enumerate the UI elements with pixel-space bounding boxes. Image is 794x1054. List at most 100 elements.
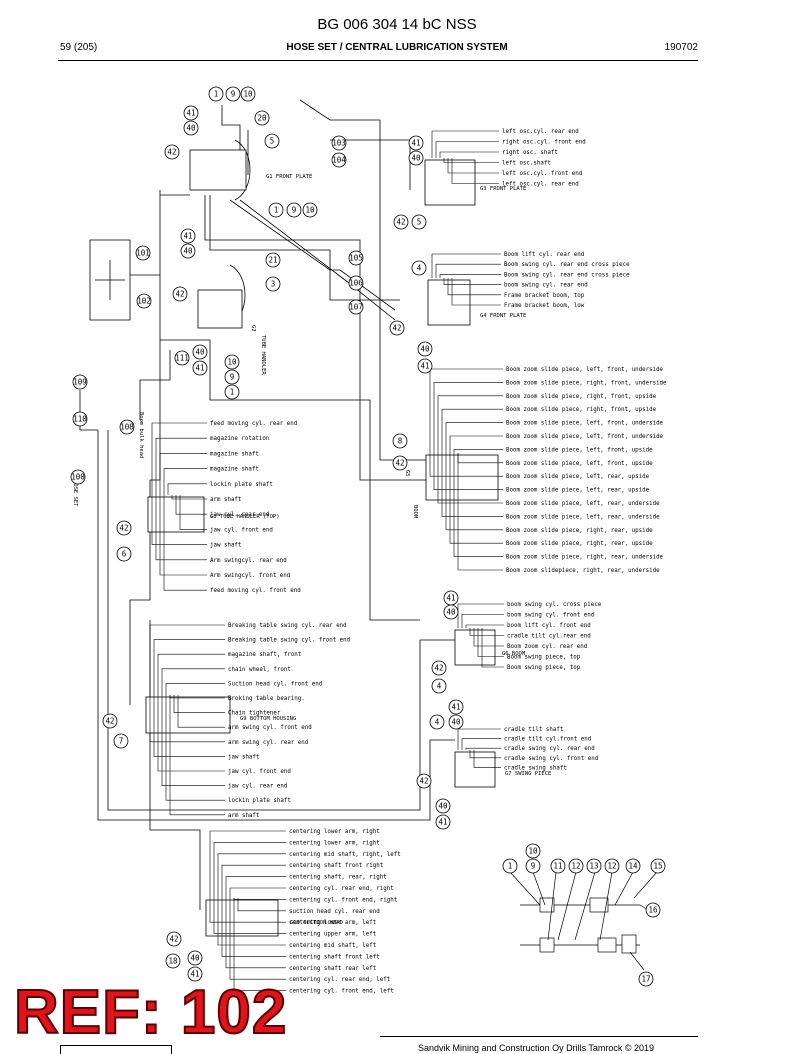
svg-text:40: 40 [451, 718, 461, 727]
g2-title: G2 [250, 325, 256, 332]
outlet-g10-leader [225, 898, 286, 969]
ref-stamp: REF: 102 [13, 978, 288, 1047]
callout-4: 4 [411, 260, 427, 276]
svg-text:109: 109 [73, 378, 87, 387]
callout-104: 104 [331, 152, 347, 168]
side-labels: HOSE SET Boom bulk head TUBE HANDLER BOO… [72, 335, 418, 519]
callout-9: 9 [286, 202, 302, 218]
callout-42: 42 [392, 455, 408, 471]
outlet-g5-leader [453, 453, 503, 557]
svg-text:42: 42 [396, 218, 405, 227]
callout-6: 6 [116, 546, 132, 562]
outlet-g5-leader [457, 453, 503, 571]
outlet-g9-leader [149, 624, 225, 695]
svg-text:21: 21 [268, 256, 277, 265]
hose-lines [79, 99, 455, 910]
callout-41: 41 [417, 358, 433, 374]
outlet-g4-leader [435, 263, 501, 278]
outlet-g7-leader [457, 728, 501, 750]
callout-40: 40 [187, 950, 203, 966]
svg-text:41: 41 [438, 818, 447, 827]
callout-42: 42 [389, 320, 405, 336]
outlet-g9-leader [153, 695, 225, 757]
callout-8: 8 [392, 433, 408, 449]
outlet-g5-label: Boom zoom slide piece, left, front, unde… [506, 434, 664, 440]
svg-text:4: 4 [437, 682, 442, 691]
svg-text:20: 20 [257, 114, 267, 123]
outlet-g8-label: feed moving cyl. front end [210, 588, 301, 594]
outlet-g10-label: centering cyl. front end, right [289, 897, 397, 903]
svg-text:40: 40 [411, 154, 421, 163]
callout-13: 13 [586, 858, 602, 874]
manifold-g7 [454, 751, 496, 788]
callout-10: 10 [224, 354, 240, 370]
outlet-g10-label: centering mid shaft, left [289, 943, 376, 949]
outlet-g10-label: centering shaft rear left [289, 966, 376, 972]
svg-text:40: 40 [420, 345, 430, 354]
outlet-g9-leader [173, 695, 225, 713]
outlet-g10-label: centering cyl. rear end, right [289, 886, 394, 892]
outlet-g9-leader [169, 695, 225, 816]
svg-text:4: 4 [435, 718, 440, 727]
outlet-g5-leader [445, 453, 503, 531]
group-titles: G1 FRONT PLATE G2 G3 FRONT PLATE G4 FRON… [210, 174, 551, 926]
outlet-g10-leader [213, 898, 286, 934]
svg-text:101: 101 [136, 249, 150, 258]
svg-text:42: 42 [169, 935, 178, 944]
outlet-g8-leader [159, 495, 207, 576]
callout-20: 20 [254, 110, 270, 126]
svg-text:10: 10 [243, 90, 253, 99]
outlet-g10-label: centering lower arm, left [289, 920, 376, 926]
outlet-g4-label: Boom lift cyl. rear end [504, 252, 584, 258]
svg-text:8: 8 [398, 437, 403, 446]
callout-108: 108 [119, 419, 135, 435]
manifold-blocks [145, 149, 499, 937]
svg-text:3: 3 [271, 280, 276, 289]
hose-set-label: HOSE SET [72, 480, 78, 507]
outlet-g10-leader [229, 887, 286, 898]
outlet-g10-label: centering upper arm, left [289, 932, 376, 938]
callout-15: 15 [650, 858, 666, 874]
outlet-g8-leader [175, 495, 207, 515]
outlet-g6-label: cradle tilt cyl.rear end [507, 634, 591, 640]
outlet-g5-label: Boom zoom slide piece, left, rear, under… [506, 501, 660, 507]
outlet-g10-label: centering shaft front left [289, 954, 380, 960]
outlet-g9-leader [165, 695, 225, 801]
svg-text:40: 40 [195, 348, 205, 357]
outlet-g9-leader [165, 683, 225, 695]
g3-title: G3 FRONT PLATE [480, 186, 526, 192]
callout-40: 40 [408, 150, 424, 166]
outlet-g10-label: centering lower arm, right [289, 840, 380, 846]
outlet-g9-leader [157, 695, 225, 772]
outlet-g5-label: Boom zoom slide piece, left, rear, upsid… [506, 488, 650, 494]
leader-lines [149, 130, 504, 991]
svg-text:41: 41 [446, 594, 455, 603]
callout-105: 105 [348, 250, 364, 266]
outlet-g8-label: magazine shaft [210, 467, 259, 473]
boom-bulk-head-label: Boom bulk head [138, 412, 144, 458]
svg-text:41: 41 [183, 232, 192, 241]
svg-text:10: 10 [227, 358, 237, 367]
footer-divider [380, 1036, 698, 1037]
outlet-g4-label: Frame bracket boom, top [504, 293, 585, 299]
g4-title: G4 FRONT PLATE [480, 313, 526, 319]
tube-handler-label: TUBE HANDLER [260, 335, 266, 375]
outlet-g8-leader [155, 495, 207, 561]
outlet-g8-label: magazine shaft [210, 451, 259, 457]
outlet-g9-label: jaw shaft [228, 754, 259, 760]
callout-111: 111 [174, 350, 190, 366]
outlet-g10-leader [221, 864, 286, 898]
svg-text:102: 102 [137, 297, 151, 306]
callout-17: 17 [638, 971, 654, 987]
svg-text:41: 41 [420, 362, 429, 371]
svg-text:40: 40 [438, 802, 448, 811]
manifold-g4 [427, 279, 471, 326]
svg-text:18: 18 [168, 957, 178, 966]
outlet-g8-label: lockin plate shaft [210, 482, 273, 488]
outlet-g5-label: Boom zoom slide piece, right, rear, unde… [506, 555, 664, 561]
outlet-g9-label: magazine shaft, front [228, 652, 301, 658]
callout-41: 41 [435, 814, 451, 830]
callout-9: 9 [525, 858, 541, 874]
callout-10: 10 [240, 86, 256, 102]
